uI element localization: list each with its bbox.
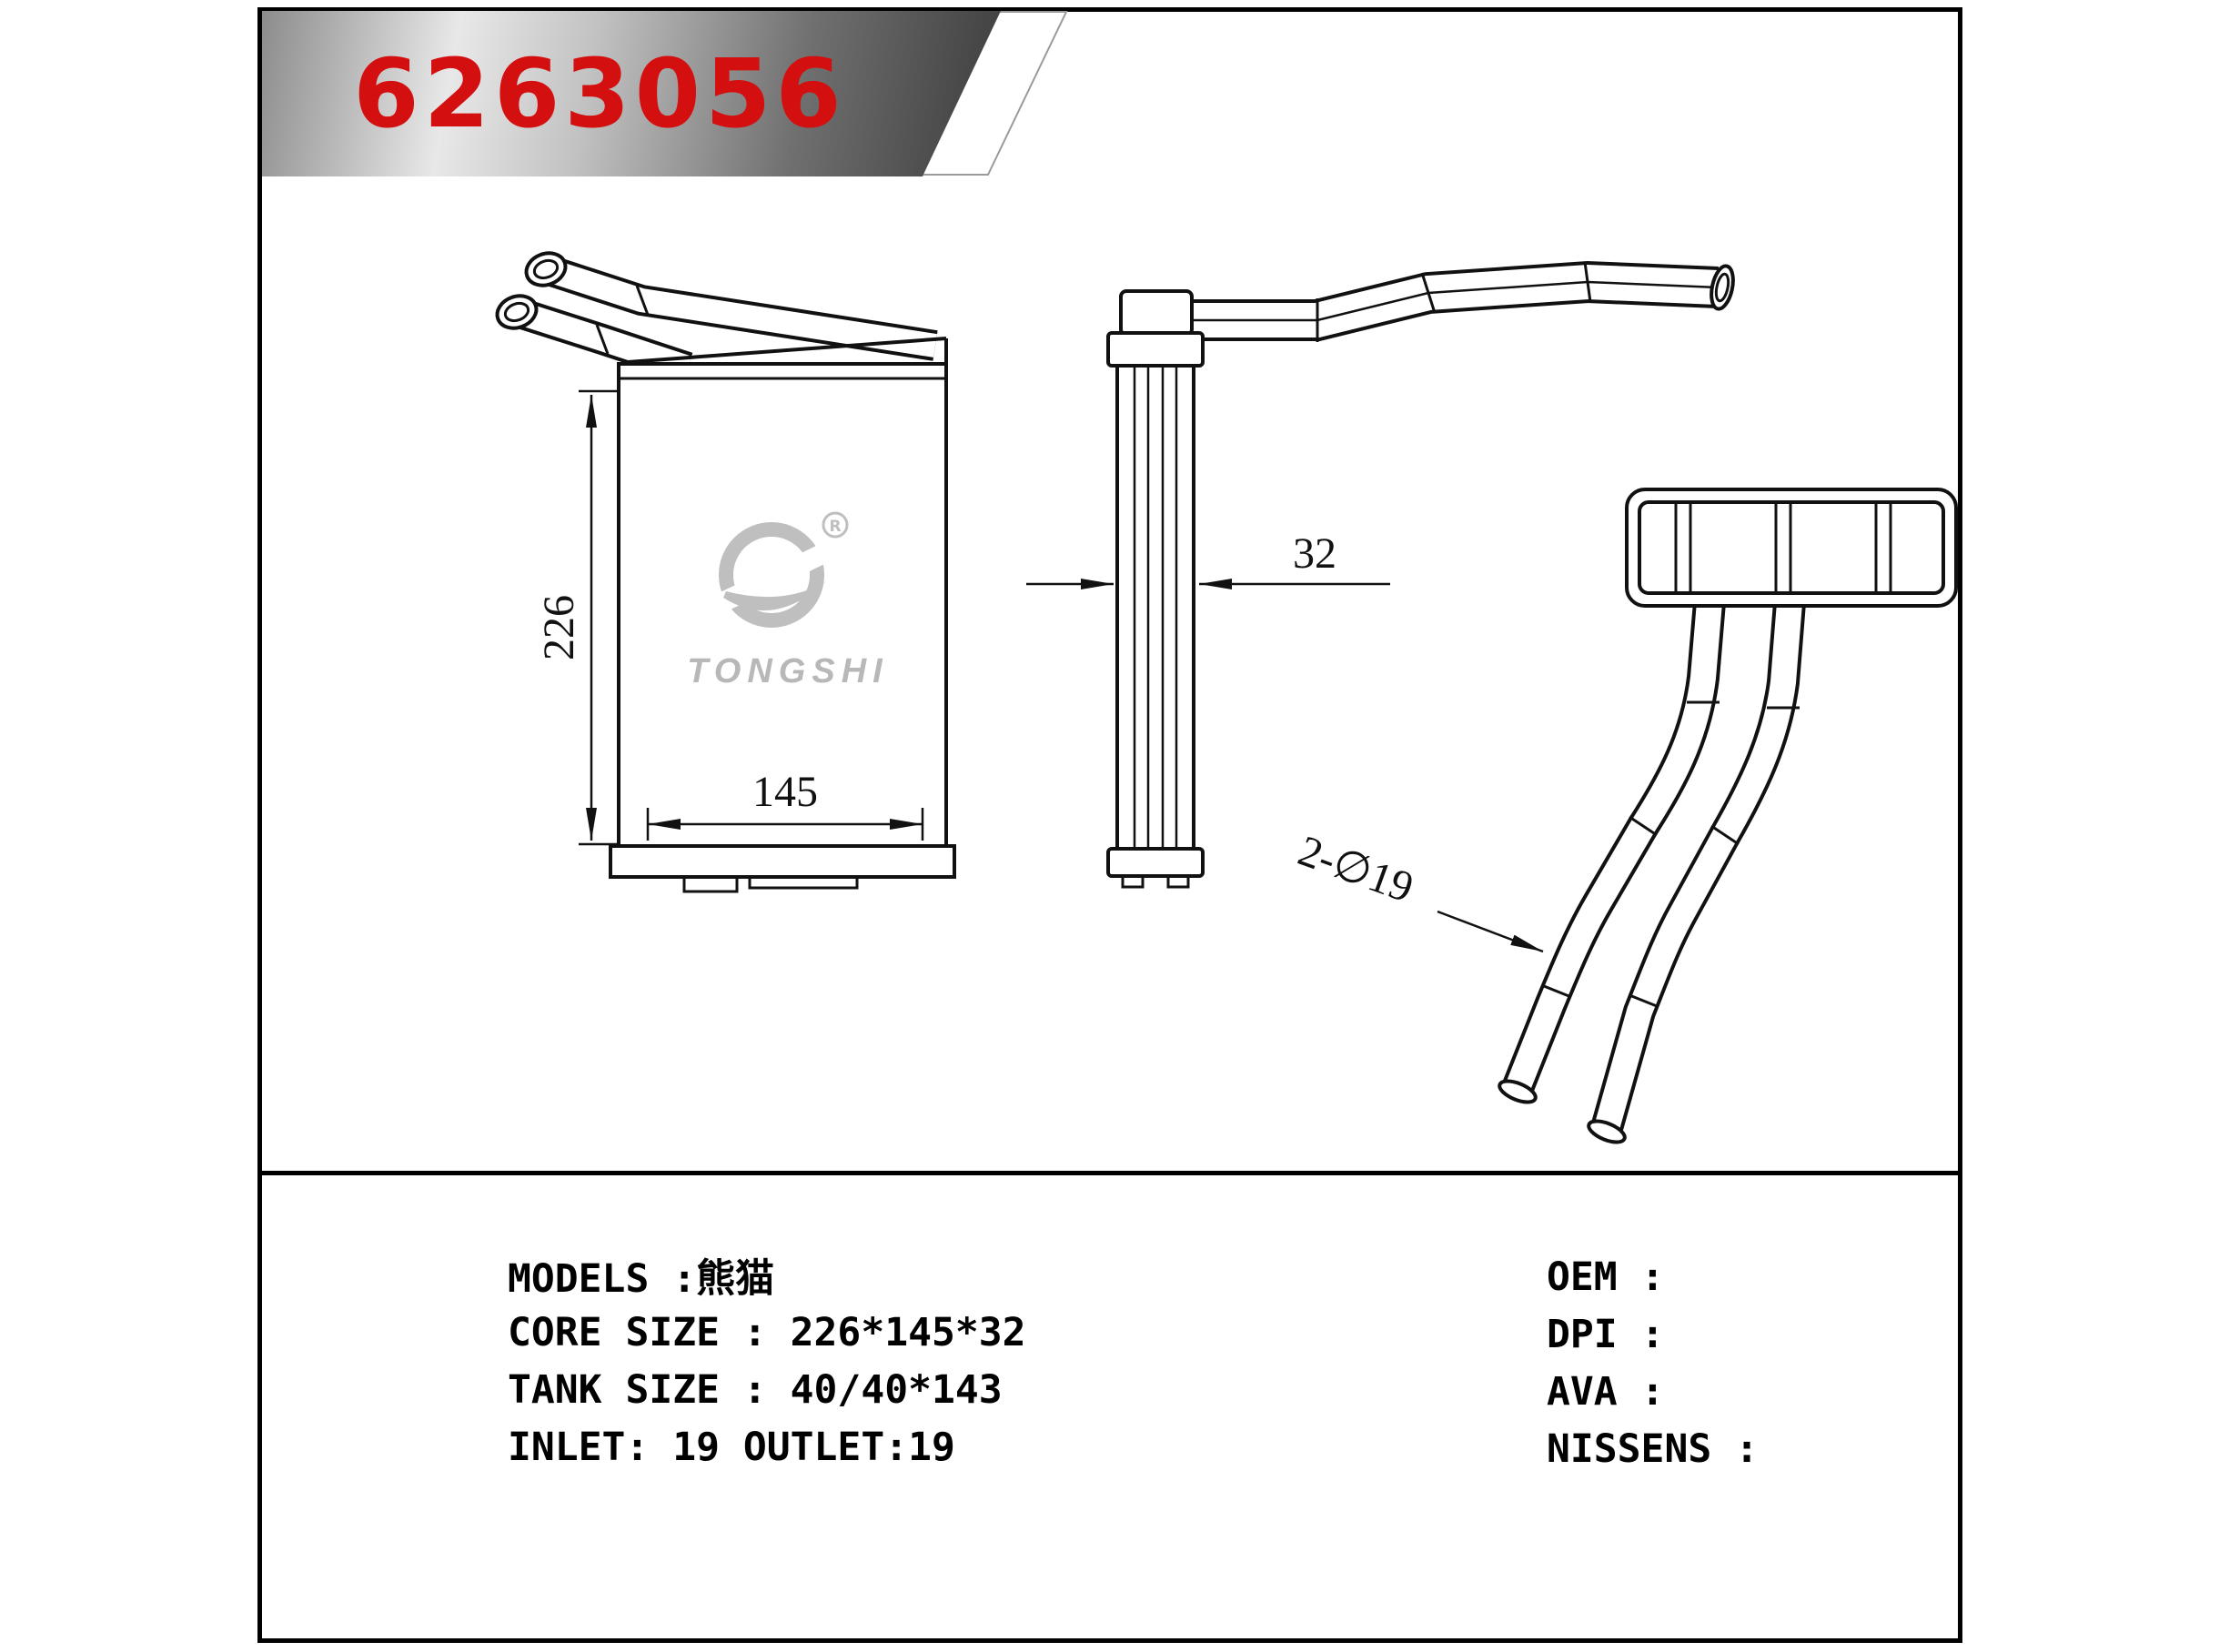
spec-ava: AVA :	[1547, 1368, 1665, 1415]
spec-nissens: NISSENS :	[1547, 1425, 1759, 1472]
spec-core-size: CORE SIZE : 226*145*32	[508, 1309, 1026, 1355]
section-divider	[257, 1171, 1962, 1175]
spec-list-right: OEM : DPI : AVA : NISSENS :	[1547, 1248, 1759, 1477]
spec-models: MODELS :熊猫	[508, 1255, 775, 1302]
spec-tank-size: TANK SIZE : 40/40*143	[508, 1366, 1003, 1413]
spec-list-left: MODELS :熊猫 CORE SIZE : 226*145*32 TANK S…	[508, 1246, 1026, 1476]
spec-inlet-outlet: INLET: 19 OUTLET:19	[508, 1424, 955, 1470]
part-number-banner: 6263056	[262, 11, 1001, 176]
part-number: 6263056	[353, 38, 846, 149]
spec-oem: OEM :	[1547, 1254, 1665, 1300]
spec-dpi: DPI :	[1547, 1311, 1665, 1357]
